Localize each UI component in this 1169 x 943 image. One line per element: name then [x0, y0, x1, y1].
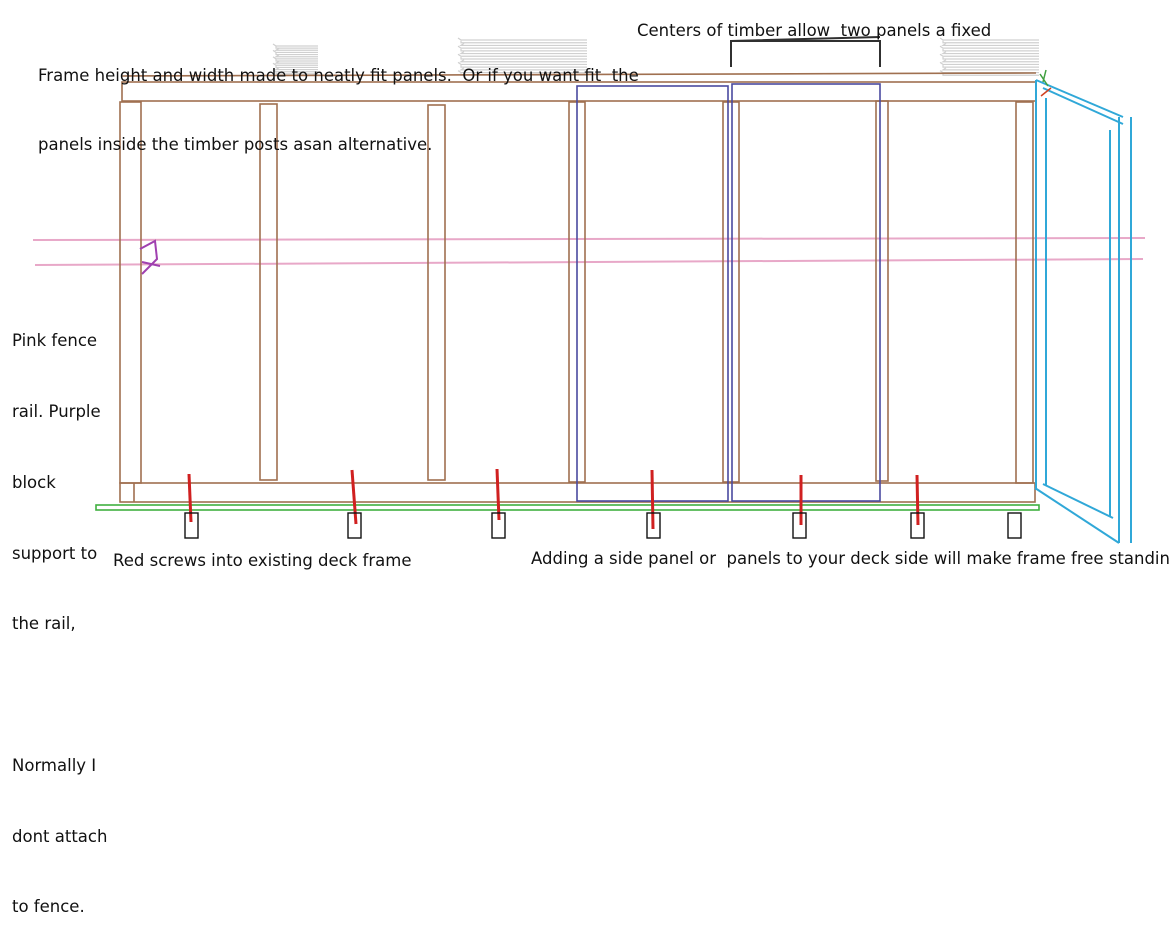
annotation-line: block — [12, 472, 56, 492]
scribble-line — [460, 57, 587, 60]
timber-post — [722, 101, 740, 483]
scribble-line — [272, 56, 318, 60]
footing-block — [184, 512, 199, 539]
timber-centers-bracket — [730, 36, 881, 67]
corner-marks — [1039, 69, 1049, 87]
scribble-line — [275, 71, 318, 75]
annotation-line: support to — [12, 543, 98, 563]
corner-marks — [1040, 87, 1052, 97]
scribble-line — [460, 40, 587, 44]
annotation-line: Normally I — [12, 755, 97, 775]
scribble-line — [274, 60, 318, 64]
footing-block — [910, 512, 925, 539]
scribble-line — [459, 51, 587, 55]
scribble-line — [939, 37, 1039, 41]
scribble-line — [939, 61, 1039, 66]
screw — [915, 474, 920, 526]
annotation-line — [12, 683, 107, 707]
scribble-line — [460, 48, 587, 52]
scribble-line — [942, 65, 1039, 68]
frame-diagram — [32, 36, 1146, 544]
annotation-side-panel: Adding a side panel or panels to your de… — [531, 549, 1169, 568]
scribble-line — [942, 57, 1039, 60]
fixed-panel — [731, 83, 881, 502]
scribble-line — [457, 61, 587, 66]
fence-rail-lower — [34, 258, 1144, 266]
timber-post — [427, 104, 446, 481]
annotation-fence-rail: Pink fence rail. Purple block support to… — [12, 282, 107, 943]
scribble-line — [457, 70, 587, 74]
fence-rail-upper — [32, 237, 1146, 241]
timber-post — [119, 101, 142, 484]
screw — [187, 473, 193, 523]
scribble-line — [459, 42, 587, 47]
footing-block — [792, 512, 807, 539]
screw — [650, 469, 655, 530]
footing-block — [646, 512, 661, 539]
scribble-line — [272, 69, 318, 73]
side-panel-frame — [1034, 79, 1132, 544]
deck-screws — [187, 468, 920, 530]
timber-post — [259, 103, 278, 481]
timber-post — [1015, 101, 1034, 484]
scribble-line — [457, 37, 587, 41]
footing-block — [347, 512, 362, 539]
scribble-line — [274, 67, 318, 71]
scribble-line — [272, 43, 318, 47]
scribble-line — [941, 59, 1039, 63]
annotation-line: Frame height and width made to neatly fi… — [38, 66, 639, 85]
scribble-line — [942, 73, 1039, 76]
deck-footings — [184, 512, 1022, 539]
scribble-line — [939, 45, 1039, 49]
scribble-line — [459, 59, 587, 63]
annotation-frame-size: Frame height and width made to neatly fi… — [38, 18, 639, 179]
annotation-line: panels inside the timber posts asan alte… — [38, 135, 433, 154]
scribble-line — [457, 53, 587, 57]
annotation-line: the rail, — [12, 614, 76, 634]
screw — [495, 468, 501, 521]
scribble-line — [275, 46, 318, 49]
scribble-line — [272, 62, 318, 66]
scribble-line — [459, 67, 587, 71]
scribble-line — [942, 40, 1039, 44]
scribble-line — [939, 53, 1039, 57]
scribble-line — [274, 47, 318, 51]
rail-support-block — [139, 239, 161, 275]
scribble-line — [274, 54, 318, 58]
annotation-line: rail. Purple — [12, 401, 101, 421]
scribble-line — [275, 52, 318, 56]
annotation-line: to fence. — [12, 897, 85, 917]
annotation-timber-centers: Centers of timber allow two panels a fix… — [637, 21, 992, 40]
scribble-line — [275, 59, 318, 62]
scribble-line — [942, 48, 1039, 52]
deck-frame — [95, 504, 1040, 511]
footing-block — [491, 512, 506, 539]
screw — [350, 469, 358, 525]
scribble-line — [941, 67, 1039, 71]
scribble-line — [457, 45, 587, 49]
scribble-line — [272, 49, 318, 54]
scribble-line — [941, 42, 1039, 47]
timber-post — [875, 100, 889, 482]
scribble-line — [275, 65, 318, 69]
footing-block — [1007, 512, 1022, 539]
annotation-red-screws: Red screws into existing deck frame — [113, 551, 412, 570]
annotation-line: dont attach — [12, 826, 108, 846]
scribble-line — [460, 65, 587, 68]
annotation-line: Pink fence — [12, 331, 98, 351]
scribble-line — [941, 51, 1039, 55]
